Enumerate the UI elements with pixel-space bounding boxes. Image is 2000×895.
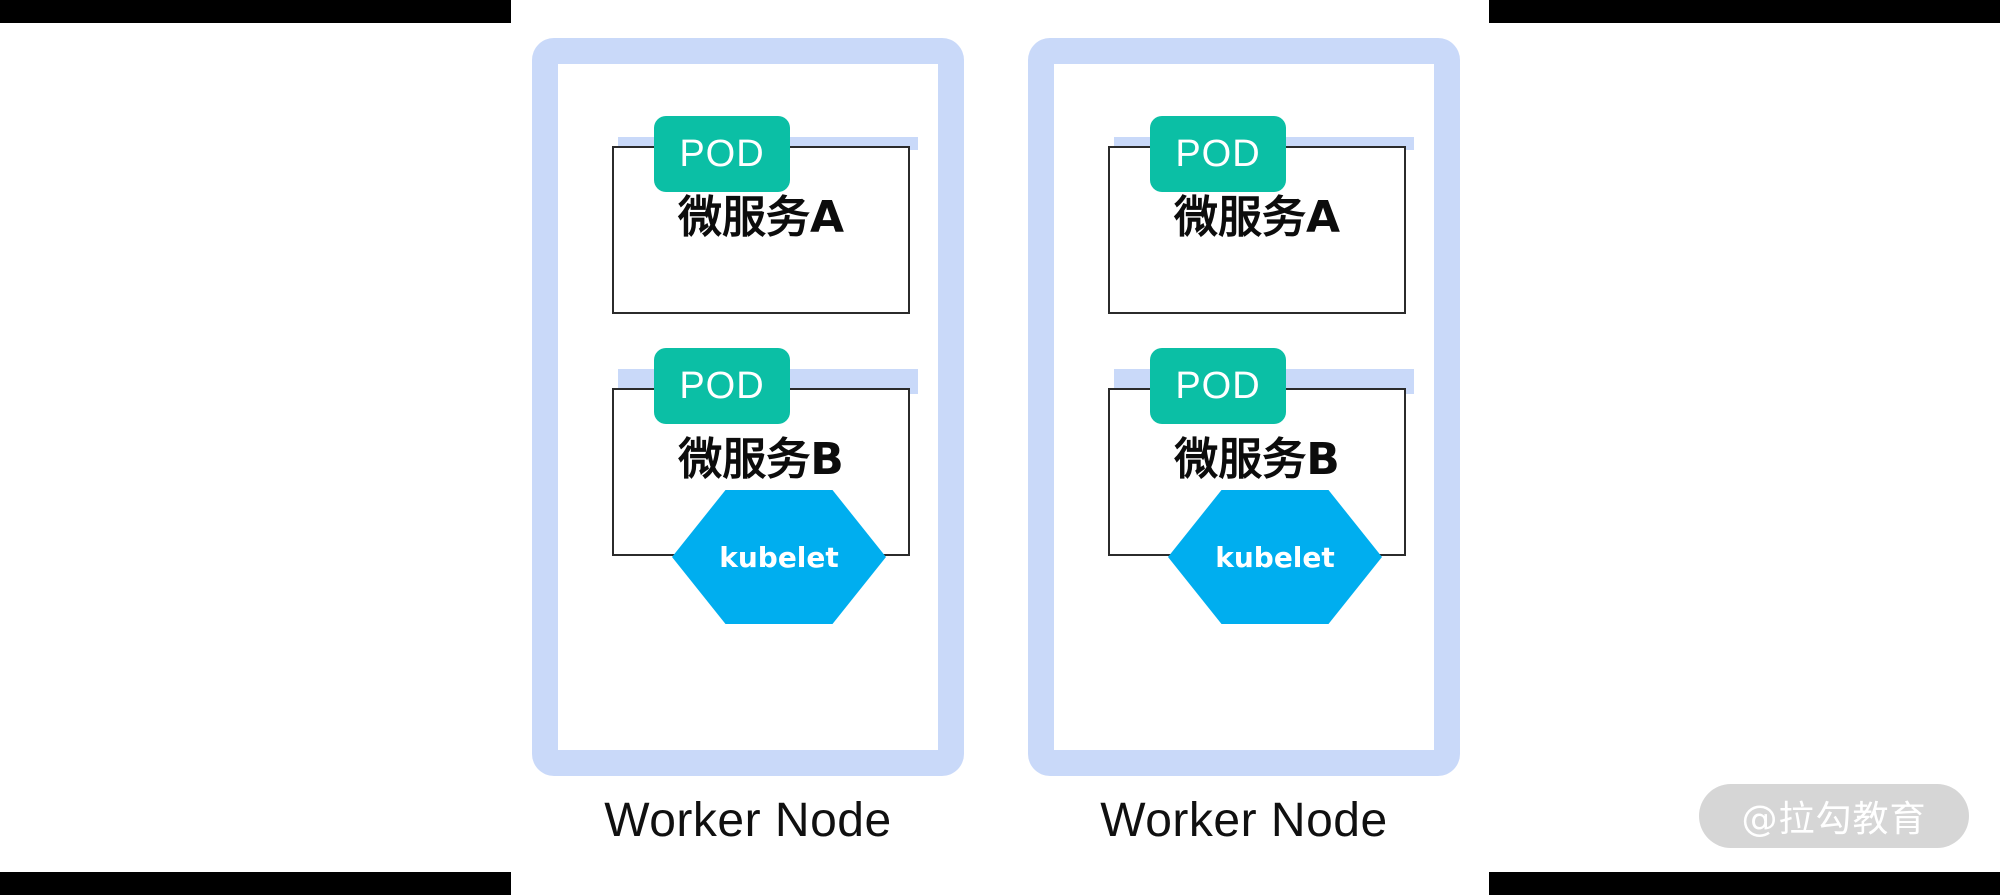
node-1-kubelet-hexagon: kubelet: [672, 490, 886, 624]
node-1-kubelet-label: kubelet: [719, 540, 839, 574]
letterbox-bar-top-right: [1489, 0, 2000, 23]
node-2-pod-badge-b: POD: [1150, 348, 1286, 424]
hexagon-icon: [672, 490, 886, 624]
node-2-caption: Worker Node: [1100, 794, 1388, 847]
worker-node-2: 微服务A 微服务B POD POD kubelet Worker Node: [1028, 38, 1460, 847]
node-2-inner-plate: 微服务A 微服务B POD POD kubelet: [1054, 64, 1434, 750]
node-1-service-label-b: 微服务B: [678, 434, 844, 485]
letterbox-bar-bottom-right: [1489, 872, 2000, 895]
node-2-service-label-b: 微服务B: [1174, 434, 1340, 485]
letterbox-bar-bottom-left: [0, 872, 511, 895]
node-1-pod-badge-a: POD: [654, 116, 790, 192]
node-1-service-label-a: 微服务A: [677, 192, 845, 243]
worker-node-1: 微服务A 微服务B POD POD kubelet Worker Node: [532, 38, 964, 847]
watermark-badge: @拉勾教育: [1699, 784, 1969, 848]
node-1-pod-badge-b: POD: [654, 348, 790, 424]
node-2-service-label-a: 微服务A: [1173, 192, 1341, 243]
node-2-shell: 微服务A 微服务B POD POD kubelet: [1028, 38, 1460, 776]
node-2-pod-badge-a: POD: [1150, 116, 1286, 192]
node-1-caption: Worker Node: [604, 794, 892, 847]
node-2-kubelet-hexagon: kubelet: [1168, 490, 1382, 624]
letterbox-bar-top-left: [0, 0, 511, 23]
node-1-inner-plate: 微服务A 微服务B POD POD kubelet: [558, 64, 938, 750]
node-2-kubelet-label: kubelet: [1215, 540, 1335, 574]
node-1-shell: 微服务A 微服务B POD POD kubelet: [532, 38, 964, 776]
